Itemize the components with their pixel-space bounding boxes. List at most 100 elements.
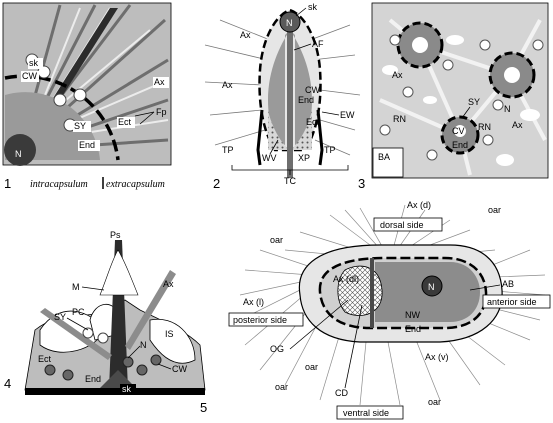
panel-5-label-axv: Ax (v) [425, 352, 449, 362]
panel-3-label-sy: SY [468, 97, 480, 107]
panel-1-label-n: N [15, 149, 22, 159]
panel-4-label-ps: Ps [110, 230, 121, 240]
panel-1-label-fp: Fp [156, 107, 167, 117]
panel-4-label-cw: CW [172, 364, 187, 374]
panel-2-label-tp1: TP [222, 145, 234, 155]
panel-2-label-wv: WV [262, 153, 277, 163]
panel-5-box-posterior [228, 312, 304, 327]
panel-5-label-dorsal: dorsal side [380, 220, 424, 230]
panel-4-sk-base [100, 370, 136, 388]
panel-2-central-tube [287, 28, 293, 178]
panel-3-label-end: End [452, 140, 468, 150]
panel-1: sk CW Ax Fp SY Ect End N 1 intracapsulum… [2, 2, 172, 191]
panel-1-label-cw: CW [22, 71, 37, 81]
panel-5-box-dorsal [373, 217, 443, 232]
panel-4-label-pc: PC [72, 307, 85, 317]
panel-1-label-ax: Ax [154, 77, 165, 87]
panel-3-label-ba: BA [378, 152, 390, 162]
panel-4-label-end: End [85, 374, 101, 384]
panel-2-label-tp2: TP [324, 145, 336, 155]
panel-4-label-ect: Ect [38, 354, 52, 364]
panel-2-endoplasm-left [268, 30, 290, 145]
panel-5-label-n: N [428, 282, 435, 292]
panel-5-label-og: OG [270, 344, 284, 354]
panel-5: N dorsal side anterior side posterior si… [200, 200, 551, 420]
panel-3-cell-3 [440, 115, 480, 155]
panel-2-label-ect: Ect [306, 117, 320, 127]
panel-5-number: 5 [200, 400, 207, 415]
panel-2-left-bar [256, 109, 264, 166]
panel-4-vacuole-right [149, 318, 196, 364]
panel-4-side-spine-right [125, 270, 176, 350]
panel-5-label-oar5: oar [428, 397, 441, 407]
panel-4-m-cone [99, 249, 139, 296]
panel-1-label-sk: sk [29, 58, 39, 68]
panel-2-label-n: N [286, 18, 293, 28]
panel-1-label-ect: Ect [118, 117, 132, 127]
panel-5-label-ab: AB [502, 279, 514, 289]
panel-2-label-sk: sk [308, 2, 318, 12]
panel-3: BA Ax SY RN RN CV End N Ax 3 [358, 2, 549, 191]
panel-4-label-n: N [140, 340, 147, 350]
panel-5-label-cd: CD [335, 388, 348, 398]
panel-5-label-anterior: anterior side [487, 297, 537, 307]
panel-5-label-oar2: oar [488, 205, 501, 215]
panel-3-label-rn2: RN [478, 122, 491, 132]
panel-3-label-ax1: Ax [392, 70, 403, 80]
panel-5-label-axd: Ax (d) [407, 200, 431, 210]
panel-1-label-sy: SY [74, 121, 86, 131]
panel-2-endoplasm-right [290, 30, 312, 145]
panel-4-side-spine-left [40, 308, 112, 360]
panel-3-cell-2 [488, 51, 536, 99]
panel-4-symbionts [44, 327, 162, 381]
panel-2-label-af: AF [312, 39, 324, 49]
panel-5-label-ventral: ventral side [343, 408, 389, 418]
panel-5-nucleus [421, 275, 443, 297]
panel-1-label-end: End [79, 140, 95, 150]
panel-1-extracapsulum: extracapsulum [106, 179, 165, 190]
panel-1-nucleus [4, 134, 36, 166]
panel-5-divider [370, 258, 374, 328]
panel-4-label-sy: SY [54, 312, 66, 322]
panel-5-label-oar3: oar [305, 362, 318, 372]
panel-5-label-axdl: Ax (dl) [333, 274, 359, 284]
panel-4: Ps Ax M SY PC IS N Ect End CW sk 4 [4, 230, 206, 395]
panel-2-number: 2 [213, 176, 220, 191]
panel-2-label-xp: XP [298, 153, 310, 163]
panel-3-label-n: N [504, 104, 511, 114]
panel-3-number: 3 [358, 176, 365, 191]
panel-5-box-anterior [482, 294, 551, 309]
panel-2-label-end: End [298, 95, 314, 105]
panel-4-label-ax: Ax [163, 279, 174, 289]
panel-5-label-oar1: oar [270, 235, 283, 245]
panel-5-label-axl: Ax (l) [243, 297, 264, 307]
panel-4-label-m: M [72, 282, 80, 292]
panel-3-cell-1 [396, 21, 444, 69]
panel-2-ew-bar [316, 109, 324, 166]
panel-1-number: 1 [4, 176, 11, 191]
panel-2-axopods [204, 19, 361, 156]
panel-2: N sk Ax AF Ax CW End Ect EW TP WV XP TP … [204, 2, 361, 191]
panel-4-base [25, 388, 205, 395]
panel-5-label-nw: NW [405, 310, 420, 320]
panel-1-intracapsulum: intracapsulum [30, 179, 88, 190]
panel-3-symbionts [379, 34, 544, 161]
panel-2-nucleus [279, 11, 301, 33]
panel-5-label-posterior: posterior side [233, 315, 287, 325]
panel-4-number: 4 [4, 376, 11, 391]
panel-4-label-sk: sk [122, 384, 132, 394]
panel-3-label-cv: CV [452, 126, 465, 136]
panel-3-label-rn1: RN [393, 114, 406, 124]
panel-2-label-ax1: Ax [240, 30, 251, 40]
panel-5-box-ventral [336, 405, 404, 420]
panel-3-label-ax2: Ax [512, 120, 523, 130]
panel-2-label-cw: CW [305, 85, 320, 95]
panel-2-label-tc: TC [284, 176, 296, 186]
panel-5-label-oar4: oar [275, 382, 288, 392]
panel-4-label-is: IS [165, 329, 174, 339]
panel-2-dotted-region [268, 110, 312, 150]
panel-5-label-end: End [405, 324, 421, 334]
panel-3-ba-block [372, 147, 404, 178]
panel-2-label-ew: EW [340, 110, 355, 120]
